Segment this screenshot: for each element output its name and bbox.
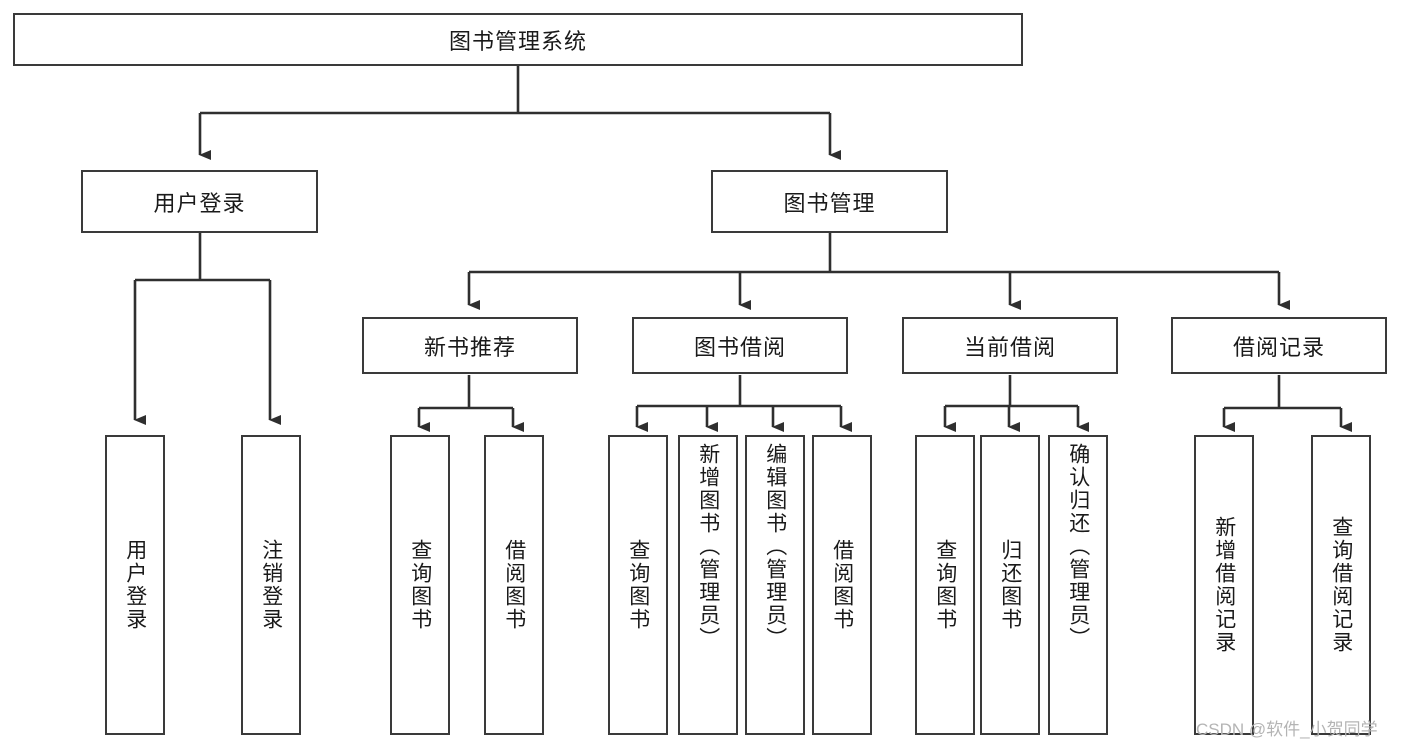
leaf-label: 借阅图书 [830, 539, 854, 631]
leaf-label: 查询图书 [626, 539, 650, 631]
node-book-management-label: 图书管理 [783, 190, 876, 216]
leaf-borrow-add-book[interactable]: 新增图书（管理员） [678, 435, 738, 735]
node-root[interactable]: 图书管理系统 [13, 13, 1023, 66]
leaf-user-login-signout[interactable]: 注销登录 [241, 435, 301, 735]
leaf-borrow-edit-book[interactable]: 编辑图书（管理员） [745, 435, 805, 735]
leaf-user-login-signin[interactable]: 用户登录 [105, 435, 165, 735]
node-user-login[interactable]: 用户登录 [81, 170, 318, 233]
leaf-borrow-query[interactable]: 查询图书 [608, 435, 668, 735]
leaf-borrow-borrow-book[interactable]: 借阅图书 [812, 435, 872, 735]
node-book-borrow[interactable]: 图书借阅 [632, 317, 848, 374]
node-current-borrow-label: 当前借阅 [963, 334, 1056, 360]
leaf-current-query[interactable]: 查询图书 [915, 435, 975, 735]
node-root-label: 图书管理系统 [448, 28, 587, 54]
leaf-current-confirm-return[interactable]: 确认归还（管理员） [1048, 435, 1108, 735]
leaf-label: 注销登录 [259, 539, 283, 631]
leaf-current-return[interactable]: 归还图书 [980, 435, 1040, 735]
leaf-label: 查询图书 [933, 539, 957, 631]
leaf-records-add[interactable]: 新增借阅记录 [1194, 435, 1254, 735]
leaf-label: 借阅图书 [502, 539, 526, 631]
leaf-label: 查询借阅记录 [1329, 516, 1353, 654]
node-book-borrow-label: 图书借阅 [693, 334, 786, 360]
leaf-label: 归还图书 [998, 539, 1022, 631]
node-new-book-recommend-label: 新书推荐 [423, 334, 516, 360]
node-book-management[interactable]: 图书管理 [711, 170, 948, 233]
node-current-borrow[interactable]: 当前借阅 [902, 317, 1118, 374]
leaf-label: 用户登录 [123, 539, 147, 631]
leaf-label: 查询图书 [408, 539, 432, 631]
leaf-records-query[interactable]: 查询借阅记录 [1311, 435, 1371, 735]
leaf-label: 编辑图书（管理员） [763, 443, 787, 650]
node-user-login-label: 用户登录 [153, 190, 246, 216]
node-new-book-recommend[interactable]: 新书推荐 [362, 317, 578, 374]
node-borrow-records[interactable]: 借阅记录 [1171, 317, 1387, 374]
leaf-new-book-borrow[interactable]: 借阅图书 [484, 435, 544, 735]
leaf-label: 新增借阅记录 [1212, 516, 1236, 654]
leaf-label: 确认归还（管理员） [1066, 443, 1090, 650]
leaf-new-book-query[interactable]: 查询图书 [390, 435, 450, 735]
leaf-label: 新增图书（管理员） [696, 443, 720, 650]
node-borrow-records-label: 借阅记录 [1232, 334, 1325, 360]
